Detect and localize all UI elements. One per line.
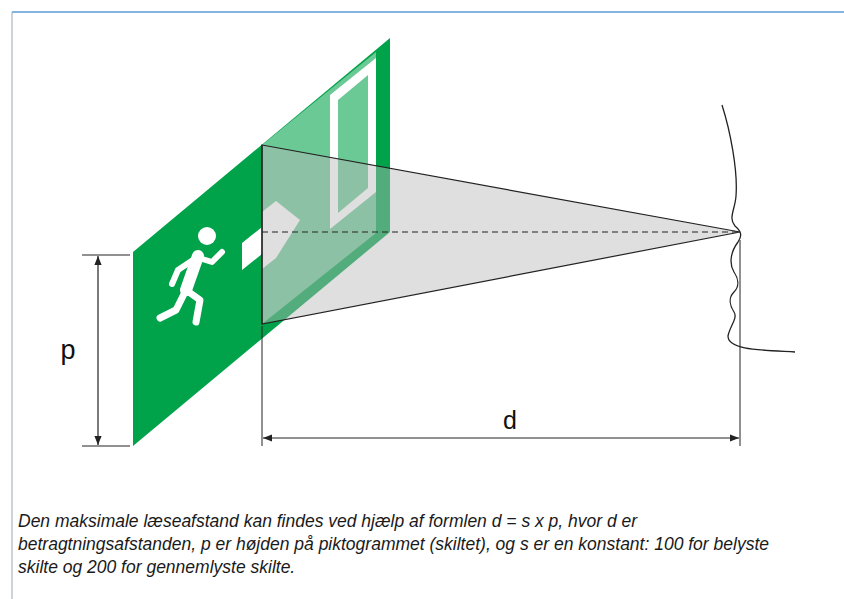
extension-line bbox=[82, 255, 130, 256]
frame-top bbox=[12, 11, 844, 13]
dimension-line bbox=[263, 437, 739, 438]
extension-line bbox=[262, 326, 263, 446]
extension-line bbox=[740, 240, 741, 446]
face-profile bbox=[722, 105, 795, 352]
dimension-label: p bbox=[57, 336, 78, 365]
frame-left bbox=[12, 12, 13, 599]
dimension-label: d bbox=[500, 407, 520, 434]
caption: Den maksimale læseafstand kan findes ved… bbox=[18, 510, 788, 578]
running-man bbox=[160, 227, 222, 322]
extension-line bbox=[82, 446, 130, 447]
view-cone bbox=[262, 145, 740, 324]
pictogram-edge bbox=[261, 145, 262, 324]
sight-line bbox=[262, 231, 740, 232]
dimension-line bbox=[97, 256, 98, 445]
